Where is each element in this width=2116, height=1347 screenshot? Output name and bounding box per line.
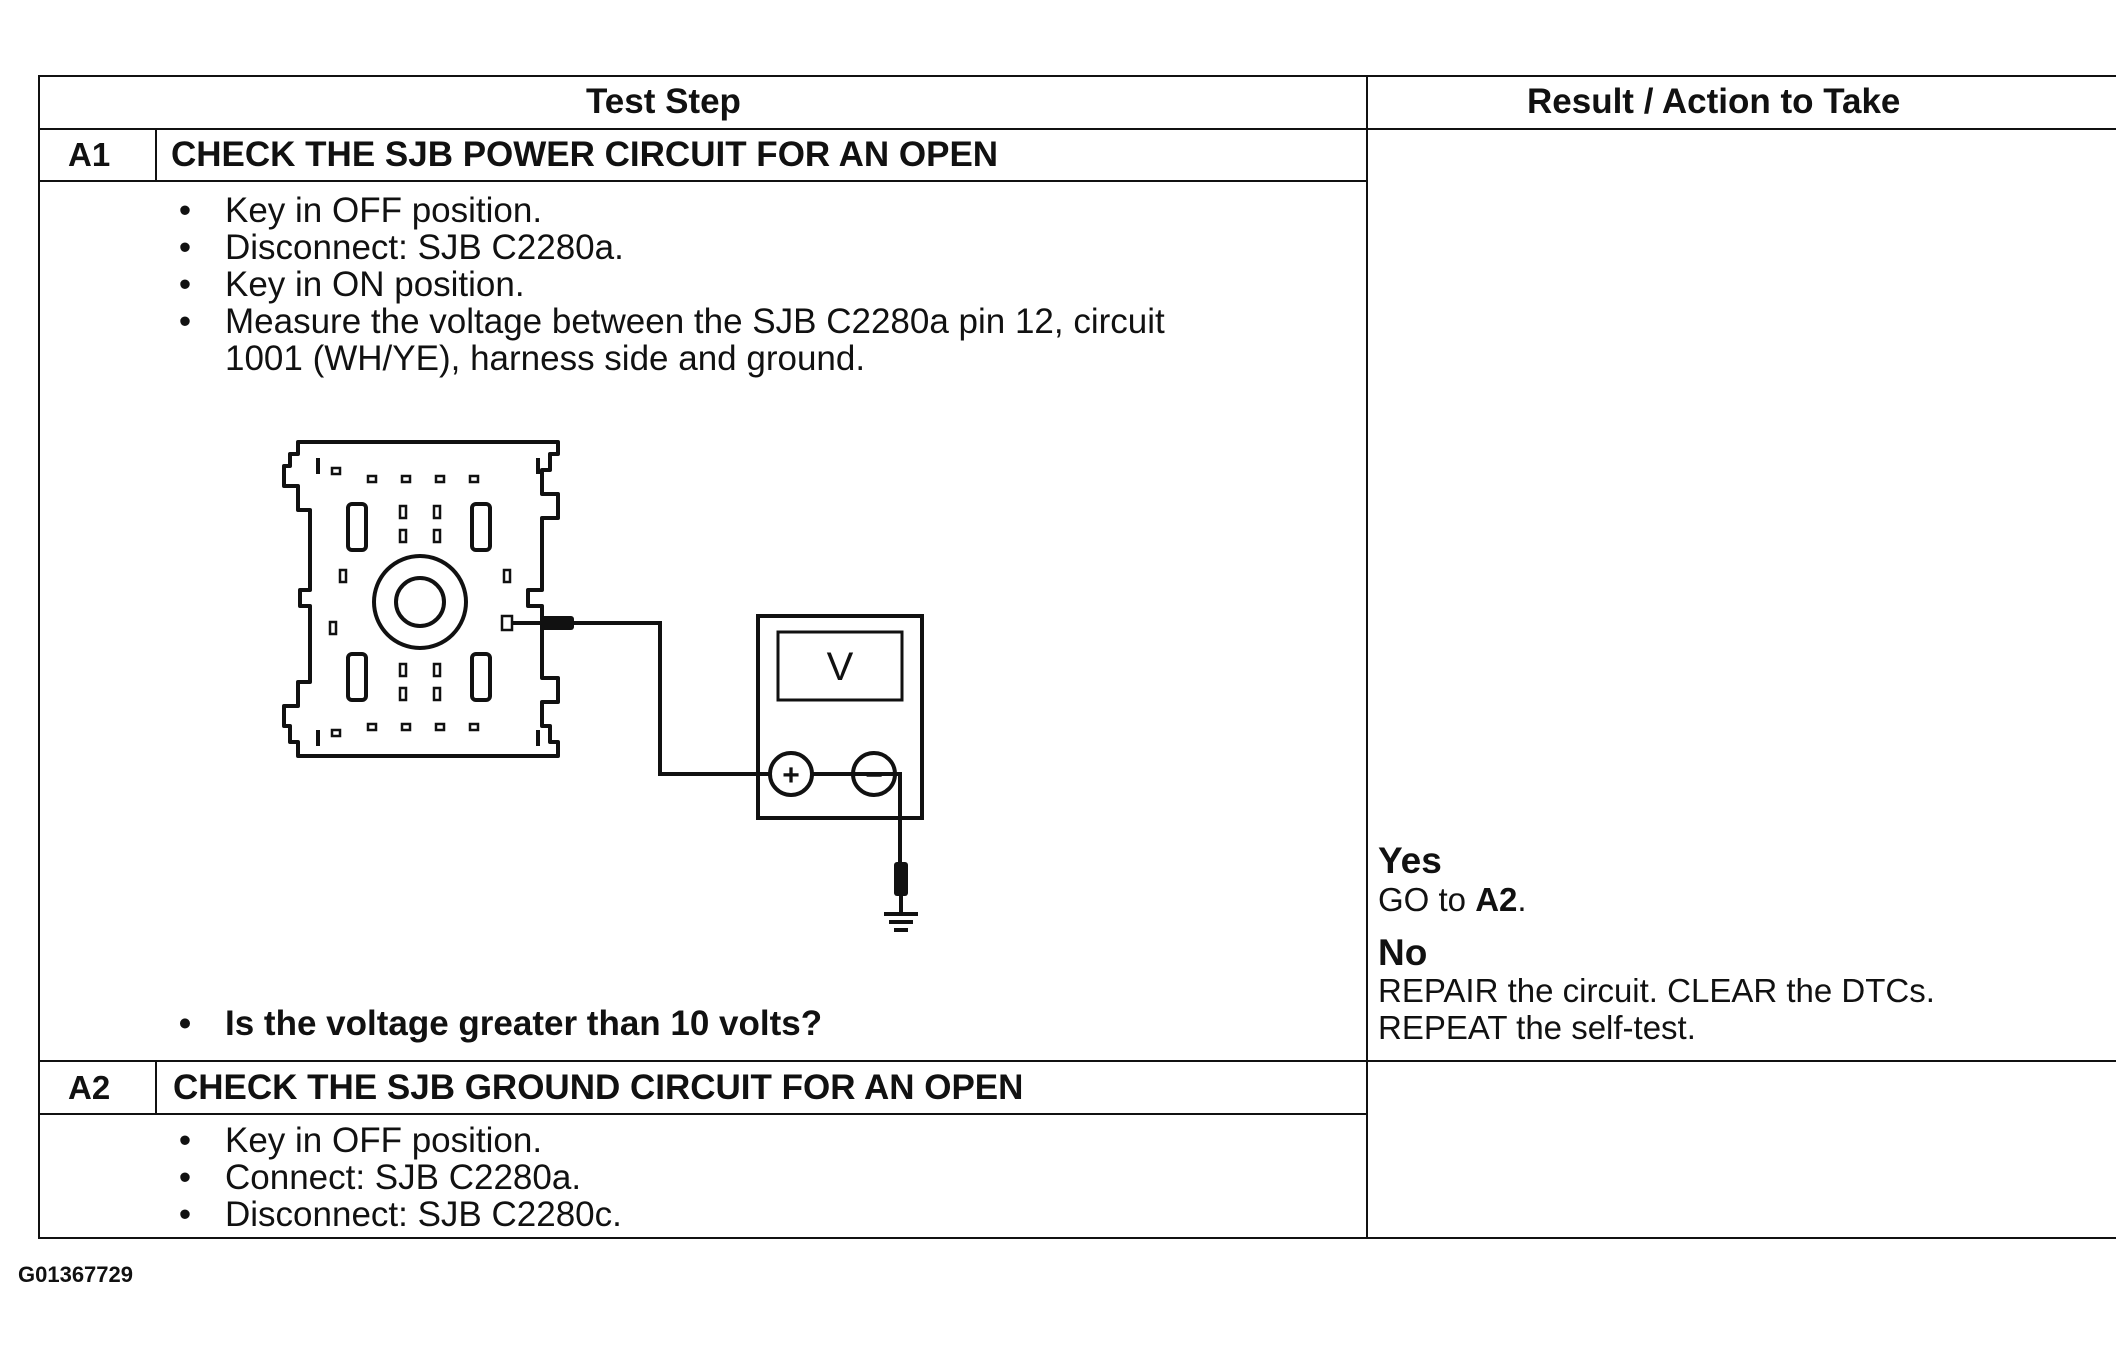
result-yes-target: A2 — [1475, 881, 1518, 918]
result-no-action-line1: REPAIR the circuit. CLEAR the DTCs. — [1378, 972, 1935, 1009]
connector-center-hole — [394, 576, 446, 628]
list-item: • Key in OFF position. — [170, 1122, 622, 1159]
step-title-a1: CHECK THE SJB POWER CIRCUIT FOR AN OPEN — [171, 135, 999, 174]
voltmeter-body — [756, 614, 924, 820]
a1-instructions: • Key in OFF position. • Disconnect: SJB C… — [170, 192, 1165, 377]
a1-title-bottom-line — [38, 180, 1368, 182]
voltmeter — [756, 614, 924, 820]
a2-instructions: • Key in OFF position. • Connect: SJB C228… — [170, 1122, 622, 1233]
terminal-large — [470, 502, 492, 552]
result-no-label: No — [1378, 932, 1428, 973]
bullet: • — [178, 1121, 192, 1160]
figure-id: G01367729 — [18, 1262, 133, 1287]
bullet: • — [178, 191, 192, 230]
bullet: • — [178, 1195, 192, 1234]
result-yes-label: Yes — [1378, 840, 1442, 881]
instruction-text: Key in ON position. — [225, 265, 525, 304]
list-item: • Disconnect: SJB C2280a. — [170, 229, 1165, 266]
terminal-large — [470, 652, 492, 702]
list-item-continuation: 1001 (WH/YE), harness side and ground. — [170, 340, 1165, 377]
plus-symbol: + — [782, 759, 800, 792]
question-text: Is the voltage greater than 10 volts? — [225, 1004, 823, 1043]
a2-title-bottom-line — [38, 1113, 1368, 1115]
list-item: • Measure the voltage between the SJB C22… — [170, 303, 1165, 340]
bullet: • — [178, 302, 192, 341]
terminal-large — [346, 502, 368, 552]
positive-terminal — [768, 751, 814, 797]
list-item: • Disconnect: SJB C2280c. — [170, 1196, 622, 1233]
voltage-measurement-diagram: V + − — [282, 440, 924, 932]
a1-question: • Is the voltage greater than 10 volts? — [170, 1005, 822, 1042]
negative-wire — [812, 772, 902, 862]
instruction-text: Disconnect: SJB C2280a. — [225, 228, 624, 267]
terminal-large — [346, 652, 368, 702]
step-id-a1: A1 — [68, 136, 111, 173]
test-step-table — [38, 75, 2116, 1239]
bullet: • — [178, 228, 192, 267]
result-no-action-line2: REPEAT the self-test. — [1378, 1009, 1696, 1046]
result-yes-action-suffix: . — [1517, 881, 1527, 918]
list-item: • Key in OFF position. — [170, 192, 1165, 229]
bullet: • — [178, 1158, 192, 1197]
a1-bottom-line — [38, 1060, 2116, 1062]
header-bottom-line — [38, 128, 2116, 130]
minus-symbol: − — [865, 759, 883, 792]
instruction-text: Key in OFF position. — [225, 1121, 543, 1160]
connector-center-ring — [372, 554, 468, 650]
probe-tip-positive — [540, 616, 574, 630]
ground-icon — [884, 896, 918, 932]
instruction-text: Connect: SJB C2280a. — [225, 1158, 582, 1197]
result-yes-action-text: GO to — [1378, 881, 1476, 918]
step-id-divider-a1 — [155, 130, 157, 182]
list-item: • Key in ON position. — [170, 266, 1165, 303]
column-divider — [1366, 75, 1368, 1239]
pin-12 — [500, 614, 514, 632]
connector-inner-frame — [316, 458, 540, 746]
probe-tip-negative — [894, 862, 908, 896]
bullet: • — [178, 265, 192, 304]
list-item: • Is the voltage greater than 10 volts? — [170, 1005, 822, 1042]
list-item: • Connect: SJB C2280a. — [170, 1159, 622, 1196]
instruction-text: Disconnect: SJB C2280c. — [225, 1195, 622, 1234]
voltmeter-symbol: V — [827, 645, 854, 689]
bullet: • — [178, 1004, 192, 1043]
instruction-text: 1001 (WH/YE), harness side and ground. — [225, 339, 866, 378]
header-result-action: Result / Action to Take — [1527, 82, 1901, 121]
step-title-a2: CHECK THE SJB GROUND CIRCUIT FOR AN OPEN — [173, 1068, 1024, 1107]
negative-terminal — [851, 751, 897, 797]
step-id-a2: A2 — [68, 1069, 111, 1106]
positive-wire — [570, 621, 770, 776]
voltmeter-display — [776, 630, 904, 702]
header-test-step: Test Step — [586, 82, 741, 121]
step-id-divider-a2 — [155, 1062, 157, 1114]
result-yes-action: GO to A2. — [1378, 883, 1527, 916]
instruction-text: Measure the voltage between the SJB C228… — [225, 302, 1165, 341]
connector-outline — [282, 440, 560, 758]
instruction-text: Key in OFF position. — [225, 191, 543, 230]
